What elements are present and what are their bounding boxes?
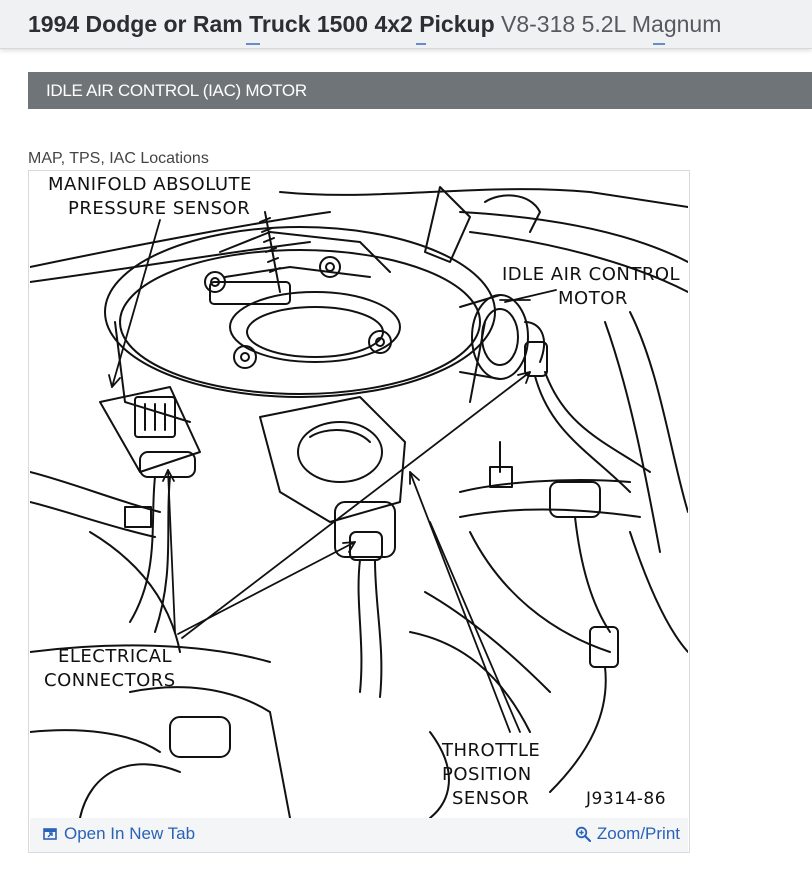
label-map-line2: PRESSURE SENSOR	[68, 198, 250, 219]
engine-name: V8-318 5.2L Magnum	[501, 11, 722, 37]
vehicle-title: 1994 Dodge or Ram Truck 1500 4x2 Pickup …	[28, 9, 721, 39]
label-iac-line2: MOTOR	[558, 288, 628, 309]
section-header: IDLE AIR CONTROL (IAC) MOTOR	[28, 72, 812, 109]
engine-diagram[interactable]: MANIFOLD ABSOLUTE PRESSURE SENSOR IDLE A…	[30, 172, 688, 818]
figure-container: MANIFOLD ABSOLUTE PRESSURE SENSOR IDLE A…	[28, 170, 690, 853]
zoom-print-label: Zoom/Print	[596, 824, 680, 843]
zoom-print-link[interactable]: Zoom/Print	[575, 824, 680, 844]
top-bar: 1994 Dodge or Ram Truck 1500 4x2 Pickup …	[0, 0, 812, 49]
figure-caption: MAP, TPS, IAC Locations	[28, 150, 209, 167]
label-elec-line2: CONNECTORS	[44, 670, 176, 691]
open-new-tab-icon	[43, 828, 57, 840]
open-new-tab-link[interactable]: Open In New Tab	[42, 824, 195, 844]
section-title: IDLE AIR CONTROL (IAC) MOTOR	[46, 81, 307, 100]
label-tps-line2: POSITION	[442, 764, 532, 785]
label-tps-line3: SENSOR	[452, 788, 529, 809]
zoom-magnifier-icon	[575, 826, 591, 842]
label-iac-line1: IDLE AIR CONTROL	[502, 264, 680, 285]
label-elec-line1: ELECTRICAL	[58, 646, 172, 667]
obscured-links	[28, 43, 812, 48]
figure-id: J9314-86	[585, 789, 666, 809]
figure-footer: Open In New Tab Zoom/Print	[30, 818, 688, 852]
label-map-line1: MANIFOLD ABSOLUTE	[48, 174, 252, 195]
vehicle-name: 1994 Dodge or Ram Truck 1500 4x2 Pickup	[28, 11, 495, 37]
open-new-tab-label: Open In New Tab	[64, 824, 196, 843]
label-tps-line1: THROTTLE	[441, 740, 540, 761]
